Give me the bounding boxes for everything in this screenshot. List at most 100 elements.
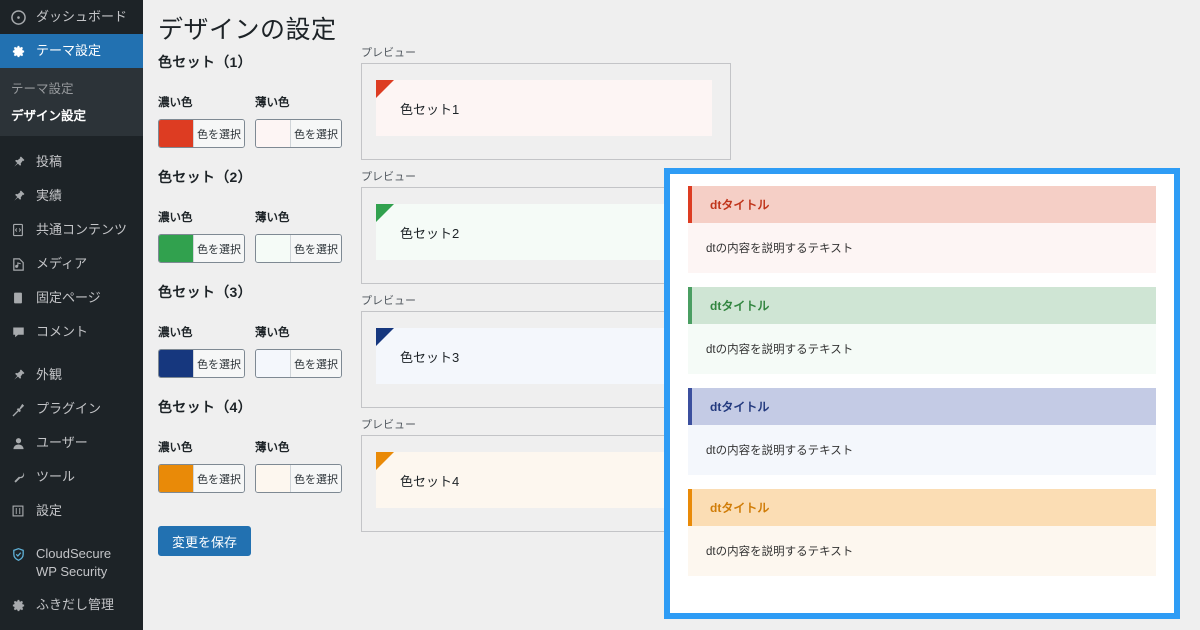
sidebar-submenu: テーマ設定 デザイン設定 — [0, 68, 143, 136]
sidebar-item-theme-settings[interactable]: テーマ設定 — [0, 34, 143, 68]
light-color-picker-button[interactable]: 色を選択 — [255, 234, 342, 263]
dt-card-title: dtタイトル — [710, 400, 770, 414]
dark-color-swatch — [159, 350, 194, 377]
pick-color-label: 色を選択 — [194, 235, 244, 262]
dt-card: dtタイトル dtの内容を説明するテキスト — [688, 287, 1156, 374]
color-set-controls: 色セット（1） 濃い色 色を選択 薄い色 色を選択 — [158, 52, 368, 556]
dt-card-title: dtタイトル — [710, 501, 770, 515]
sidebar-item-fukidashi-admin[interactable]: ふきだし管理 — [0, 588, 143, 622]
light-color-swatch — [256, 120, 291, 147]
page-icon — [9, 289, 27, 307]
sidebar-item-achievements[interactable]: 実績 — [0, 179, 143, 213]
light-color-cell: 薄い色 色を選択 — [255, 439, 342, 493]
color-set-block: 色セット（4） 濃い色 色を選択 薄い色 色を選択 — [158, 397, 368, 493]
light-color-label: 薄い色 — [255, 442, 290, 454]
sidebar-item-plugins[interactable]: プラグイン — [0, 392, 143, 426]
dark-color-cell: 濃い色 色を選択 — [158, 439, 245, 493]
light-color-picker-button[interactable]: 色を選択 — [255, 119, 342, 148]
sidebar-item-label: ダッシュボード — [36, 9, 128, 24]
dark-color-cell: 濃い色 色を選択 — [158, 209, 245, 263]
comment-icon — [9, 323, 27, 341]
swatch-row: 濃い色 色を選択 薄い色 色を選択 — [158, 324, 368, 378]
light-color-label: 薄い色 — [255, 97, 290, 109]
light-color-label: 薄い色 — [255, 327, 290, 339]
pin-icon — [9, 187, 27, 205]
sidebar-item-appearance[interactable]: 外観 — [0, 358, 143, 392]
light-color-cell: 薄い色 色を選択 — [255, 209, 342, 263]
color-set-block: 色セット（2） 濃い色 色を選択 薄い色 色を選択 — [158, 167, 368, 263]
preview-box: 色セット1 — [361, 63, 731, 160]
sidebar-divider — [0, 528, 143, 537]
dark-color-picker-button[interactable]: 色を選択 — [158, 464, 245, 493]
corner-triangle-icon — [376, 452, 394, 470]
code-page-icon — [9, 221, 27, 239]
dt-card-body-text: dtの内容を説明するテキスト — [706, 546, 854, 558]
wrench-icon — [9, 468, 27, 486]
dark-color-label: 濃い色 — [158, 97, 193, 109]
pick-color-label: 色を選択 — [194, 350, 244, 377]
brush-icon — [9, 366, 27, 384]
corner-triangle-icon — [376, 204, 394, 222]
preview-card: 色セット2 — [376, 204, 712, 260]
sidebar-item-posts[interactable]: 投稿 — [0, 145, 143, 179]
pick-color-label: 色を選択 — [291, 235, 341, 262]
sidebar-divider — [0, 136, 143, 145]
dark-color-swatch — [159, 235, 194, 262]
sidebar-item-label: 固定ページ — [36, 290, 101, 305]
sidebar-item-media[interactable]: メディア — [0, 247, 143, 281]
sidebar-item-comments[interactable]: コメント — [0, 315, 143, 349]
color-set-title: 色セット（1） — [158, 54, 252, 70]
sidebar-item-label: 設定 — [36, 503, 63, 518]
save-changes-button[interactable]: 変更を保存 — [158, 526, 252, 556]
light-color-cell: 薄い色 色を選択 — [255, 94, 342, 148]
light-color-picker-button[interactable]: 色を選択 — [255, 349, 342, 378]
corner-triangle-icon — [376, 80, 394, 98]
sidebar-item-label: 共通コンテンツ — [36, 222, 128, 237]
dark-color-picker-button[interactable]: 色を選択 — [158, 234, 245, 263]
color-set-title: 色セット（2） — [158, 169, 252, 185]
sidebar-divider — [0, 349, 143, 358]
pick-color-label: 色を選択 — [291, 120, 341, 147]
sidebar-subitem-theme-settings[interactable]: テーマ設定 — [11, 82, 74, 96]
sidebar-item-dashboard[interactable]: ダッシュボード — [0, 0, 143, 34]
sidebar-item-tools[interactable]: ツール — [0, 460, 143, 494]
sidebar-item-collapse-menu[interactable]: メニューを閉じる — [0, 622, 143, 630]
sidebar-item-common-content[interactable]: 共通コンテンツ — [0, 213, 143, 247]
sidebar-item-cloudsecure-wp-security[interactable]: CloudSecure WP Security — [0, 537, 143, 588]
preview-card: 色セット1 — [376, 80, 712, 136]
pick-color-label: 色を選択 — [291, 465, 341, 492]
dt-card-header: dtタイトル — [688, 287, 1156, 324]
sidebar-item-settings[interactable]: 設定 — [0, 494, 143, 528]
dark-color-cell: 濃い色 色を選択 — [158, 94, 245, 148]
preview-caption: プレビュー — [361, 295, 416, 307]
sidebar-subitem-design-settings[interactable]: デザイン設定 — [11, 109, 87, 123]
preview-card-label: 色セット2 — [400, 225, 460, 241]
pick-color-label: 色を選択 — [194, 465, 244, 492]
dt-card-header: dtタイトル — [688, 186, 1156, 223]
gear-icon — [9, 596, 27, 614]
sidebar-item-users[interactable]: ユーザー — [0, 426, 143, 460]
dt-card-title: dtタイトル — [710, 299, 770, 313]
dashboard-icon — [9, 8, 27, 26]
dt-card-header: dtタイトル — [688, 388, 1156, 425]
swatch-row: 濃い色 色を選択 薄い色 色を選択 — [158, 439, 368, 493]
dark-color-label: 濃い色 — [158, 212, 193, 224]
swatch-row: 濃い色 色を選択 薄い色 色を選択 — [158, 209, 368, 263]
dark-color-picker-button[interactable]: 色を選択 — [158, 119, 245, 148]
preview-caption: プレビュー — [361, 171, 416, 183]
color-set-title: 色セット（3） — [158, 284, 252, 300]
sidebar-item-pages[interactable]: 固定ページ — [0, 281, 143, 315]
light-color-picker-button[interactable]: 色を選択 — [255, 464, 342, 493]
dt-card: dtタイトル dtの内容を説明するテキスト — [688, 489, 1156, 576]
swatch-row: 濃い色 色を選択 薄い色 色を選択 — [158, 94, 368, 148]
preview-card: 色セット4 — [376, 452, 712, 508]
dark-color-picker-button[interactable]: 色を選択 — [158, 349, 245, 378]
preview-card-label: 色セット4 — [400, 473, 460, 489]
dt-card-body: dtの内容を説明するテキスト — [688, 526, 1156, 576]
dt-card-body-text: dtの内容を説明するテキスト — [706, 344, 854, 356]
preview-column: プレビュー 色セット1 プレビュー 色セット2 — [361, 44, 741, 540]
preview-card-label: 色セット1 — [400, 101, 460, 117]
corner-triangle-icon — [376, 328, 394, 346]
light-color-swatch — [256, 465, 291, 492]
